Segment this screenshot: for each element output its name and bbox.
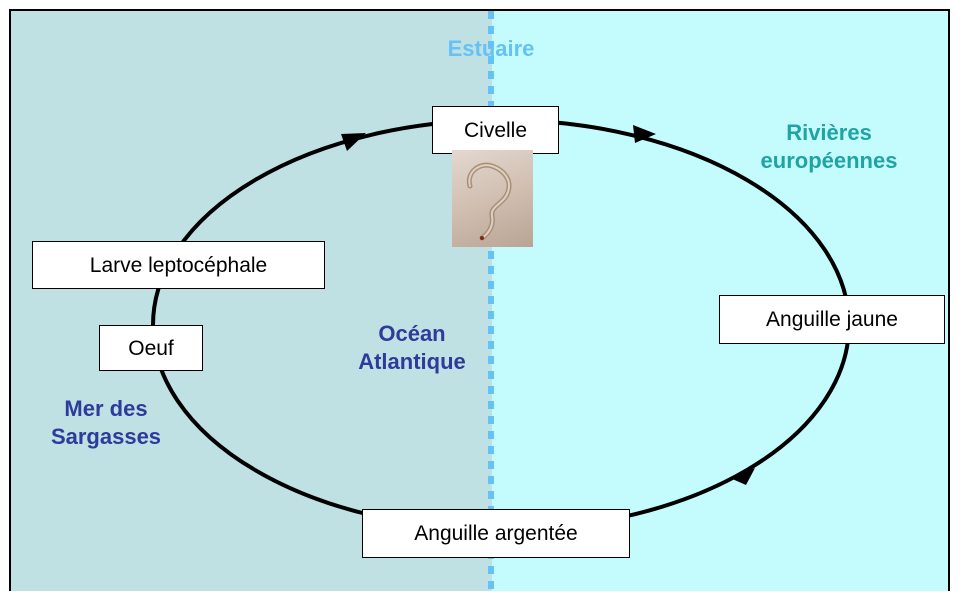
rivers-label-line2: européennes	[729, 147, 929, 175]
rivers-label: Rivières européennes	[729, 119, 929, 175]
ocean-label: Océan Atlantique	[337, 320, 487, 376]
sargasso-label-line2: Sargasses	[21, 423, 191, 451]
glass-eel-icon	[452, 150, 533, 247]
estuary-label: Estuaire	[431, 35, 551, 63]
rivers-label-line1: Rivières	[729, 119, 929, 147]
glass-eel-photo-icon	[452, 150, 533, 247]
arrow-to-civelle	[341, 133, 366, 151]
diagram-frame: Estuaire Rivières européennes Océan Atla…	[9, 9, 950, 591]
ocean-label-line2: Atlantique	[337, 348, 487, 376]
stage-civelle-box: Civelle	[432, 106, 559, 154]
stage-yellow-eel-box: Anguille jaune	[719, 295, 945, 344]
stage-egg-box: Oeuf	[99, 325, 203, 371]
sargasso-label: Mer des Sargasses	[21, 395, 191, 451]
stage-larva-box: Larve leptocéphale	[32, 241, 325, 289]
sargasso-label-line1: Mer des	[21, 395, 191, 423]
ocean-label-line1: Océan	[337, 320, 487, 348]
stage-silver-eel-box: Anguille argentée	[362, 509, 630, 558]
